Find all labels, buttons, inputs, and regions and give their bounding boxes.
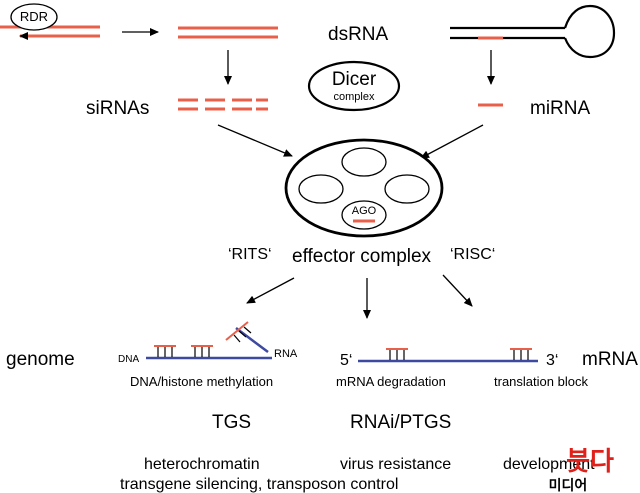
virus-resistance-label: virus resistance [340,456,451,473]
dsrna-label: dsRNA [328,24,389,45]
dicer-sub-label: complex [334,91,375,103]
dsrna-duplex [178,26,278,39]
media-budda-watermark-logo: 붓다 미디어 [549,447,614,493]
mrna-degradation-label: mRNA degradation [336,374,446,389]
dicer-label: Dicer [332,69,377,90]
genome-label: genome [6,349,75,370]
ago-label: AGO [352,205,377,217]
sirna-duplexes [178,98,268,111]
nascent-rna [235,327,269,353]
rdr-dsrna-source: RDR [0,3,100,40]
effector-complex-label: effector complex [292,246,432,267]
rits-label: ‘RITS‘ [228,246,272,263]
transgene-silencing-label: transgene silencing, transposon control [120,476,398,493]
three-prime-label: 3‘ [546,352,558,369]
rdr-enzyme [10,3,58,31]
arrow-to-genome [246,277,295,304]
genomic-dna-with-sirnas [146,321,272,360]
target-mrna [358,348,538,363]
arrow-to-translation-block [442,274,473,307]
translation-block-label: translation block [494,374,588,389]
development-label: development [503,456,595,473]
sirnas-label: siRNAs [86,98,149,119]
dna-histone-methylation-label: DNA/histone methylation [130,374,273,389]
heterochromatin-label: heterochromatin [144,456,260,473]
rna-label: RNA [274,348,298,360]
watermark-main: 미디어 [549,477,588,493]
mirna-label: miRNA [530,98,590,119]
dna-label: DNA [118,354,139,365]
effector-complex: AGO [284,138,444,238]
hairpin-precursor [450,4,616,59]
watermark-accent: 붓다 [566,447,614,477]
dicer-complex: Dicer complex [307,60,401,112]
five-prime-label: 5‘ [340,352,352,369]
mrna-label: mRNA [582,349,638,370]
rnai-ptgs-label: RNAi/PTGS [350,412,451,433]
rna-bound-sirna [225,321,249,341]
risc-label: ‘RISC‘ [450,246,495,263]
arrow-sirnas-to-effector [217,124,293,157]
tgs-label: TGS [212,412,251,433]
rdr-label: RDR [20,9,48,24]
arrow-mirna-to-effector [420,124,484,159]
